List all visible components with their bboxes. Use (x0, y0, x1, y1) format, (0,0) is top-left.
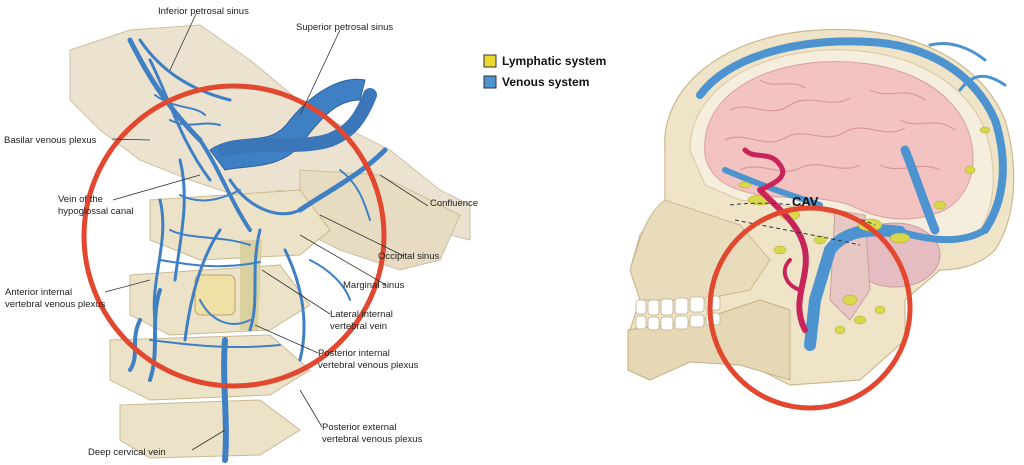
legend-swatch-lymphatic (483, 54, 497, 68)
legend-label-venous: Venous system (502, 75, 589, 89)
label-vein-hypoglossal-line2: hypoglossal canal (58, 206, 134, 217)
vertebra-c1 (149, 189, 331, 261)
cerebrum (704, 61, 974, 220)
legend: Lymphatic system Venous system (483, 54, 606, 89)
cav-dashed-outline-2 (734, 219, 861, 246)
venous-plexus-network (127, 37, 388, 463)
right-anatomy-illustration: CAV (627, 28, 1015, 411)
label-marginal-sinus: Marginal sinus (343, 280, 404, 291)
label-confluence: Confluence (430, 198, 478, 209)
arteries-right (742, 147, 809, 333)
transverse-sinus (218, 88, 377, 157)
label-cav: CAV (792, 194, 819, 209)
dens (194, 274, 236, 316)
label-deep-cervical-vein: Deep cervical vein (88, 447, 166, 458)
vertebra-c4 (119, 399, 301, 459)
mandible (627, 299, 791, 381)
label-posterior-external-line2: vertebral venous plexus (322, 434, 423, 445)
face-maxilla (629, 199, 771, 301)
leader-lines (104, 13, 429, 451)
cav-dashed-outline (729, 202, 876, 226)
label-occipital-sinus: Occipital sinus (378, 251, 439, 262)
label-superior-petrosal-sinus: Superior petrosal sinus (296, 22, 393, 33)
label-lateral-internal-line1: Lateral internal (330, 309, 393, 320)
legend-label-lymphatic: Lymphatic system (502, 54, 606, 68)
highlight-circle-right (707, 205, 913, 411)
brain-gyri (724, 79, 956, 172)
label-lateral-internal-line2: vertebral vein (330, 321, 387, 332)
venous-system-right (696, 37, 1007, 351)
lymphatic-system-right (738, 126, 991, 335)
left-anatomy-illustration: Inferior petrosal sinus Superior petrosa… (4, 6, 478, 463)
label-posterior-internal-line2: vertebral venous plexus (318, 360, 419, 371)
label-posterior-external-line1: Posterior external (322, 422, 396, 433)
label-vein-hypoglossal-line1: Vein of the (58, 194, 103, 205)
label-basilar-venous-plexus: Basilar venous plexus (4, 135, 97, 146)
label-anterior-internal-line1: Anterior internal (5, 287, 72, 298)
legend-swatch-venous (483, 75, 497, 89)
highlight-circle-left (81, 83, 387, 389)
label-inferior-petrosal-sinus: Inferior petrosal sinus (158, 6, 249, 17)
label-posterior-internal-line1: Posterior internal (318, 348, 390, 359)
label-anterior-internal-line2: vertebral venous plexus (5, 299, 106, 310)
